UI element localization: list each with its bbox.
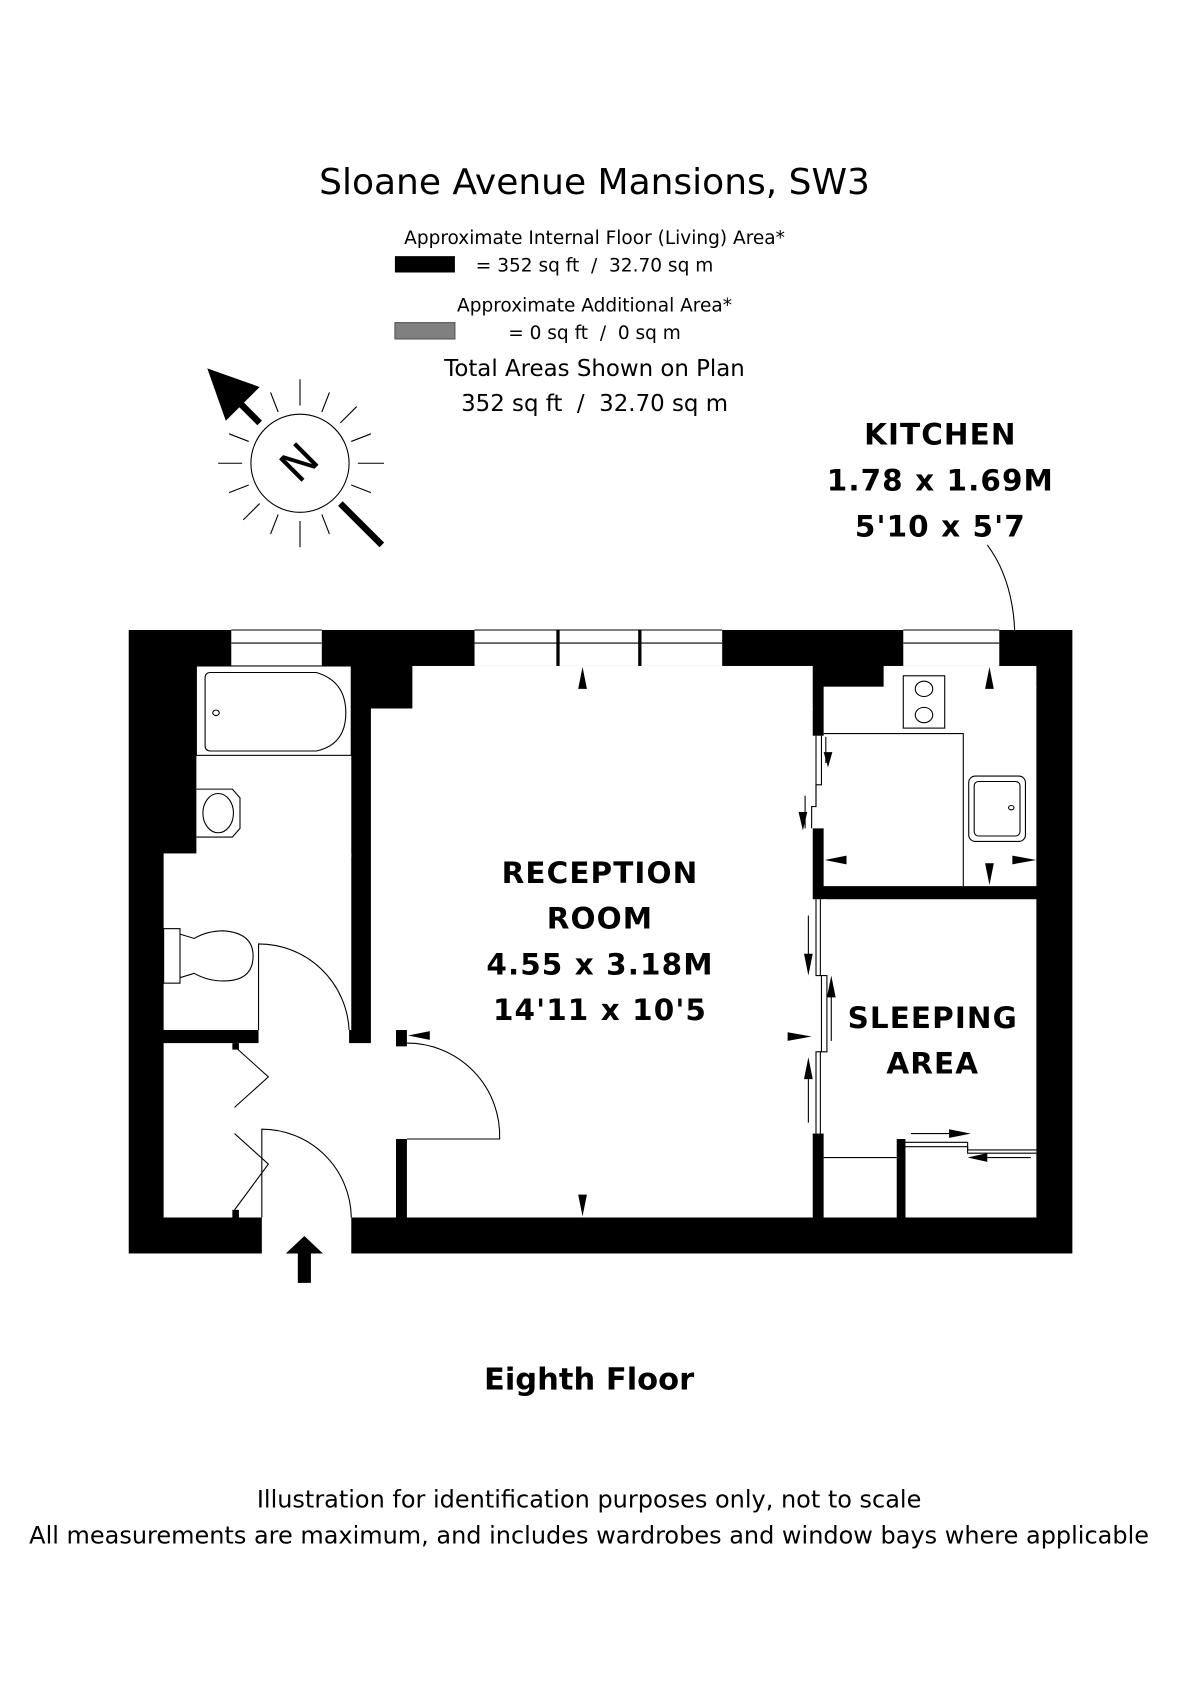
area-legend: Approximate Internal Floor (Living) Area… bbox=[394, 228, 785, 417]
additional-area-swatch bbox=[394, 322, 456, 340]
internal-area-value: = 352 sq ft / 32.70 sq m bbox=[476, 255, 713, 276]
internal-area-label: Approximate Internal Floor (Living) Area… bbox=[404, 228, 785, 249]
kitchen-metric-size: 1.78 x 1.69M bbox=[827, 463, 1054, 497]
sleeping-name-line1: SLEEPING bbox=[848, 1001, 1018, 1035]
kitchen-label: KITCHEN 1.78 x 1.69M 5'10 x 5'7 bbox=[827, 418, 1054, 544]
total-area-label: Total Areas Shown on Plan bbox=[443, 356, 745, 382]
kitchen-imperial-size: 5'10 x 5'7 bbox=[855, 509, 1026, 543]
page-title: Sloane Avenue Mansions, SW3 bbox=[319, 162, 870, 203]
compass-north-letter: N bbox=[271, 434, 329, 492]
kitchen-name: KITCHEN bbox=[864, 418, 1017, 452]
entrance-arrow-icon bbox=[285, 1236, 323, 1283]
reception-name-line1: RECEPTION bbox=[502, 856, 699, 890]
reception-name-line2: ROOM bbox=[547, 902, 653, 936]
total-area-value: 352 sq ft / 32.70 sq m bbox=[461, 391, 728, 417]
disclaimer-line1: Illustration for identification purposes… bbox=[257, 1485, 922, 1513]
additional-area-value: = 0 sq ft / 0 sq m bbox=[508, 323, 681, 344]
floor-label: Eighth Floor bbox=[484, 1363, 694, 1398]
sleeping-name-line2: AREA bbox=[886, 1047, 979, 1081]
floor-plan bbox=[128, 629, 1073, 1283]
disclaimer-line2: All measurements are maximum, and includ… bbox=[29, 1521, 1149, 1549]
reception-room-label: RECEPTION ROOM 4.55 x 3.18M 14'11 x 10'5 bbox=[486, 856, 713, 1027]
reception-imperial-size: 14'11 x 10'5 bbox=[493, 993, 707, 1027]
measurement-arrows bbox=[408, 667, 1037, 1217]
north-compass-icon: N bbox=[207, 368, 385, 548]
additional-area-label: Approximate Additional Area* bbox=[457, 296, 732, 317]
reception-metric-size: 4.55 x 3.18M bbox=[486, 947, 713, 981]
internal-area-swatch bbox=[394, 256, 455, 273]
sleeping-area-label: SLEEPING AREA bbox=[848, 1001, 1018, 1081]
